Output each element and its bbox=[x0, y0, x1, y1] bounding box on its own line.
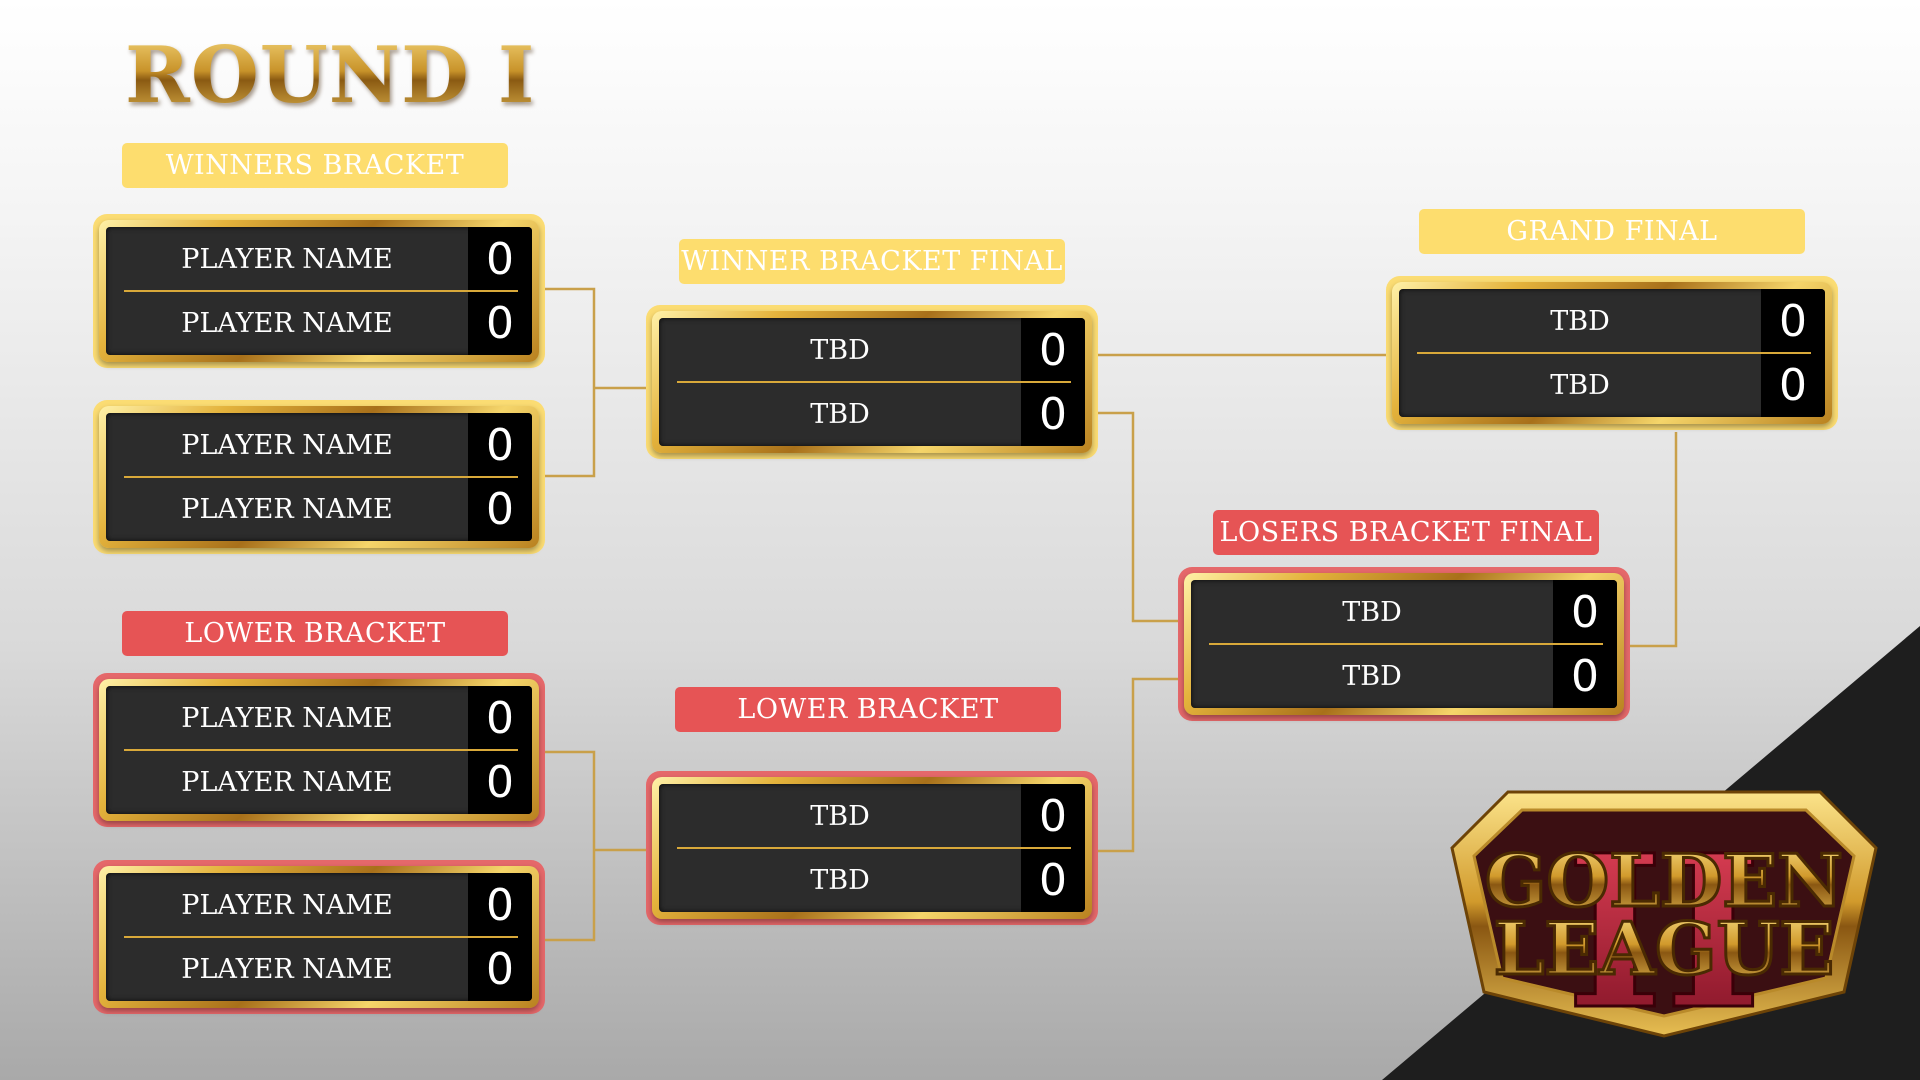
player-name: PLAYER NAME bbox=[181, 702, 393, 734]
player-name: TBD bbox=[810, 398, 870, 430]
match-slot-top: PLAYER NAME 0 bbox=[106, 686, 532, 750]
player-name: PLAYER NAME bbox=[181, 953, 393, 985]
winners-bracket-label: WINNERS BRACKET bbox=[122, 143, 508, 188]
match-slot-bottom: TBD 0 bbox=[1191, 644, 1617, 708]
match-frame: PLAYER NAME 0 PLAYER NAME 0 bbox=[99, 679, 539, 821]
player-score: 0 bbox=[1761, 353, 1825, 417]
match-divider bbox=[124, 936, 518, 938]
match-winners-1: PLAYER NAME 0 PLAYER NAME 0 bbox=[93, 214, 545, 368]
logo-text-golden: GOLDEN bbox=[1485, 838, 1843, 923]
player-score: 0 bbox=[1021, 784, 1085, 848]
match-frame: TBD 0 TBD 0 bbox=[652, 777, 1092, 919]
match-divider bbox=[1209, 643, 1603, 645]
match-slot-top: TBD 0 bbox=[1191, 580, 1617, 644]
match-slot-bottom: PLAYER NAME 0 bbox=[106, 291, 532, 355]
logo-text-league: LEAGUE bbox=[1494, 906, 1835, 991]
match-slot-bottom: TBD 0 bbox=[659, 382, 1085, 446]
match-slot-top: TBD 0 bbox=[1399, 289, 1825, 353]
player-name: TBD bbox=[810, 334, 870, 366]
round-title: ROUND I bbox=[125, 30, 536, 121]
player-name: PLAYER NAME bbox=[181, 429, 393, 461]
player-name: TBD bbox=[810, 800, 870, 832]
match-slot-bottom: TBD 0 bbox=[1399, 353, 1825, 417]
player-name: TBD bbox=[810, 864, 870, 896]
match-lower-bracket-mid: TBD 0 TBD 0 bbox=[646, 771, 1098, 925]
player-score: 0 bbox=[468, 227, 532, 291]
match-winner-bracket-final: TBD 0 TBD 0 bbox=[646, 305, 1098, 459]
match-frame: PLAYER NAME 0 PLAYER NAME 0 bbox=[99, 866, 539, 1008]
player-score: 0 bbox=[1021, 318, 1085, 382]
player-name: TBD bbox=[1550, 305, 1610, 337]
player-name: TBD bbox=[1550, 369, 1610, 401]
match-slot-top: TBD 0 bbox=[659, 784, 1085, 848]
losers-bracket-final-label: LOSERS BRACKET FINAL bbox=[1213, 510, 1599, 555]
player-name: PLAYER NAME bbox=[181, 243, 393, 275]
player-score: 0 bbox=[1021, 382, 1085, 446]
golden-league-logo: II GOLDEN LEAGUE bbox=[1450, 790, 1878, 1040]
match-slot-bottom: PLAYER NAME 0 bbox=[106, 750, 532, 814]
match-frame: PLAYER NAME 0 PLAYER NAME 0 bbox=[99, 220, 539, 362]
player-name: TBD bbox=[1342, 660, 1402, 692]
player-score: 0 bbox=[1761, 289, 1825, 353]
lower-bracket-label: LOWER BRACKET bbox=[122, 611, 508, 656]
player-name: PLAYER NAME bbox=[181, 766, 393, 798]
lower-bracket-mid-label: LOWER BRACKET bbox=[675, 687, 1061, 732]
match-divider bbox=[124, 290, 518, 292]
player-name: PLAYER NAME bbox=[181, 493, 393, 525]
match-divider bbox=[677, 847, 1071, 849]
player-score: 0 bbox=[468, 686, 532, 750]
winner-bracket-final-label: WINNER BRACKET FINAL bbox=[679, 239, 1065, 284]
match-losers-bracket-final: TBD 0 TBD 0 bbox=[1178, 567, 1630, 721]
match-slot-bottom: TBD 0 bbox=[659, 848, 1085, 912]
match-lower-2: PLAYER NAME 0 PLAYER NAME 0 bbox=[93, 860, 545, 1014]
player-score: 0 bbox=[468, 413, 532, 477]
player-score: 0 bbox=[1553, 580, 1617, 644]
match-winners-2: PLAYER NAME 0 PLAYER NAME 0 bbox=[93, 400, 545, 554]
player-score: 0 bbox=[468, 477, 532, 541]
player-score: 0 bbox=[468, 937, 532, 1001]
match-divider bbox=[677, 381, 1071, 383]
player-score: 0 bbox=[468, 873, 532, 937]
player-score: 0 bbox=[1021, 848, 1085, 912]
match-frame: TBD 0 TBD 0 bbox=[652, 311, 1092, 453]
match-slot-top: PLAYER NAME 0 bbox=[106, 873, 532, 937]
match-divider bbox=[124, 749, 518, 751]
match-grand-final: TBD 0 TBD 0 bbox=[1386, 276, 1838, 430]
logo-numeral: II bbox=[1566, 809, 1762, 1040]
match-slot-top: PLAYER NAME 0 bbox=[106, 227, 532, 291]
match-divider bbox=[1417, 352, 1811, 354]
match-divider bbox=[124, 476, 518, 478]
player-score: 0 bbox=[1553, 644, 1617, 708]
match-slot-top: TBD 0 bbox=[659, 318, 1085, 382]
match-slot-bottom: PLAYER NAME 0 bbox=[106, 937, 532, 1001]
player-name: PLAYER NAME bbox=[181, 889, 393, 921]
player-score: 0 bbox=[468, 291, 532, 355]
match-slot-top: PLAYER NAME 0 bbox=[106, 413, 532, 477]
match-lower-1: PLAYER NAME 0 PLAYER NAME 0 bbox=[93, 673, 545, 827]
grand-final-label: GRAND FINAL bbox=[1419, 209, 1805, 254]
player-name: TBD bbox=[1342, 596, 1402, 628]
match-frame: TBD 0 TBD 0 bbox=[1184, 573, 1624, 715]
match-frame: TBD 0 TBD 0 bbox=[1392, 282, 1832, 424]
match-slot-bottom: PLAYER NAME 0 bbox=[106, 477, 532, 541]
match-frame: PLAYER NAME 0 PLAYER NAME 0 bbox=[99, 406, 539, 548]
player-name: PLAYER NAME bbox=[181, 307, 393, 339]
player-score: 0 bbox=[468, 750, 532, 814]
